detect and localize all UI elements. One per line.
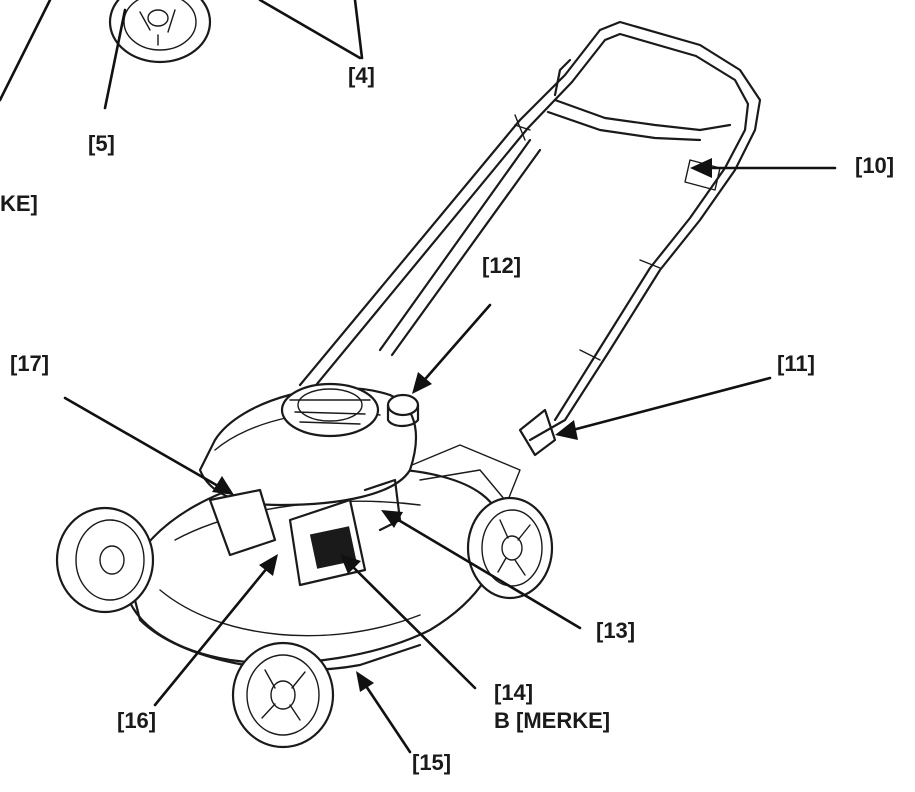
callout-15: [15] xyxy=(412,750,452,775)
callout-4: [4] xyxy=(348,63,375,88)
leader-lines-top xyxy=(0,0,364,110)
engine xyxy=(198,382,420,587)
wheel-front-left xyxy=(55,506,155,614)
callout-11: [11] xyxy=(777,351,815,376)
top-cropped-wheel xyxy=(108,0,212,64)
callout-ke-cropped: KE] xyxy=(0,191,38,216)
callout-14: [14] xyxy=(494,680,534,705)
callout-17: [17] xyxy=(10,351,50,376)
callout-10: [10] xyxy=(855,153,895,178)
callout-12: [12] xyxy=(482,253,522,278)
wheel-rear-right xyxy=(466,496,554,600)
wheel-front-right xyxy=(231,641,335,749)
callout-16: [16] xyxy=(117,708,157,733)
leader-arrows xyxy=(63,158,837,754)
callout-14-brand-note: B [MERKE] xyxy=(494,708,611,733)
callout-5: [5] xyxy=(88,131,115,156)
callout-13: [13] xyxy=(596,618,636,643)
handle xyxy=(298,20,762,457)
